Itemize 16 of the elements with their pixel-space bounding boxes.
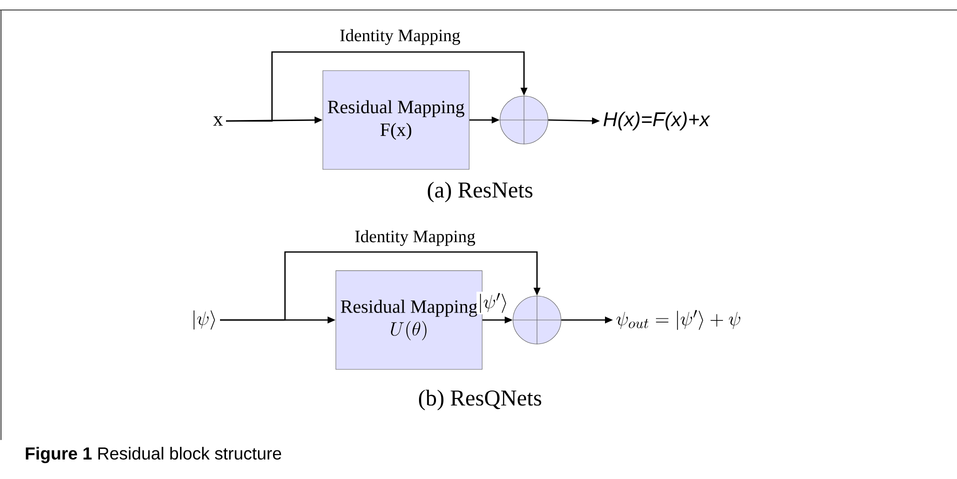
edge-label: Identity Mapping (355, 230, 476, 246)
input-label: x (213, 116, 223, 126)
arrow (226, 51, 528, 122)
sum-circle (512, 295, 562, 345)
output-label: $\psi_{out} = |\psi'\rangle + \psi$ (616, 310, 740, 330)
figure-caption: Figure 1 Residual block structure (26, 446, 282, 464)
output-label: H(x)=F(x)+x (604, 112, 710, 130)
process-box: Residual Mapping F(x) (322, 70, 470, 170)
sum-circle (499, 95, 549, 145)
process-box: Residual Mapping $U(\theta)$ (336, 270, 482, 370)
edge-label: $|\psi'\rangle$ (480, 293, 506, 313)
edge-label: Identity Mapping (340, 29, 460, 45)
input-label: $|\psi\rangle$ (194, 310, 215, 330)
subfigure-caption: (b) ResQNets (419, 390, 542, 410)
subfigure-caption: (a) ResNets (428, 182, 532, 202)
arrow (220, 251, 541, 321)
